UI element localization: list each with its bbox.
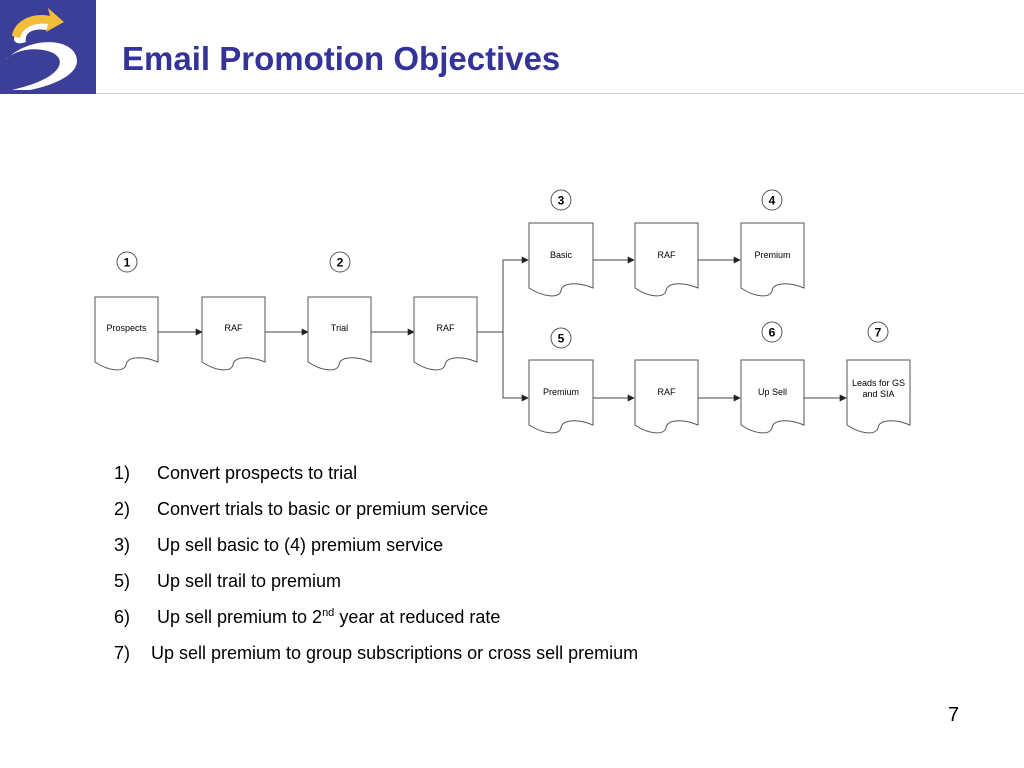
- objective-number: 7): [114, 643, 131, 663]
- node-label: RAF: [437, 323, 456, 333]
- badge-7: 7: [867, 321, 889, 343]
- objective-text: Up sell premium to group subscriptions o…: [151, 643, 639, 663]
- objective-text: Convert prospects to trial: [157, 463, 358, 483]
- objective-text: Up sell premium to 2nd year at reduced r…: [157, 604, 500, 630]
- badge-5: 5: [550, 327, 572, 349]
- node-basic: Basic: [528, 222, 594, 297]
- ordinal-superscript: nd: [322, 607, 335, 619]
- title-divider: [96, 93, 1024, 94]
- objective-text-after: year at reduced rate: [334, 607, 501, 627]
- svg-text:3: 3: [558, 194, 565, 208]
- node-prospects: Prospects: [94, 296, 159, 371]
- company-logo: [0, 0, 96, 94]
- edge-raf-2-basic: [502, 256, 529, 332]
- node-label: RAF: [658, 387, 677, 397]
- svg-text:6: 6: [769, 326, 776, 340]
- objective-text: Up sell basic to (4) premium service: [157, 535, 444, 555]
- node-label: Basic: [550, 250, 573, 260]
- node-label: Prospects: [106, 323, 147, 333]
- node-raf-2: RAF: [413, 296, 478, 371]
- node-raf-1: RAF: [201, 296, 266, 371]
- badge-4: 4: [761, 189, 783, 211]
- node-label: RAF: [658, 250, 677, 260]
- slide-title: Email Promotion Objectives: [122, 40, 561, 77]
- node-label: Trial: [331, 323, 348, 333]
- node-raf-3: RAF: [634, 222, 699, 297]
- node-leads: Leads for GS and SIA: [846, 359, 911, 434]
- badge-2: 2: [329, 251, 351, 273]
- svg-text:2: 2: [337, 256, 344, 270]
- logo-arrow: [12, 8, 64, 38]
- node-raf-4: RAF: [634, 359, 699, 434]
- badge-1: 1: [116, 251, 138, 273]
- logo-swoosh: [6, 42, 77, 90]
- svg-text:4: 4: [769, 194, 776, 208]
- node-trial: Trial: [307, 296, 372, 371]
- badge-6: 6: [761, 321, 783, 343]
- node-up-sell: Up Sell: [740, 359, 805, 434]
- node-label: Premium: [754, 250, 790, 260]
- objective-number: 6): [114, 607, 131, 627]
- svg-text:7: 7: [875, 326, 882, 340]
- svg-text:1: 1: [124, 256, 131, 270]
- node-label: Leads for GS and SIA: [851, 378, 906, 399]
- node-premium-upper: Premium: [740, 222, 805, 297]
- svg-text:5: 5: [558, 332, 565, 346]
- node-label: Up Sell: [758, 387, 787, 397]
- objective-text: Up sell trail to premium: [157, 571, 342, 591]
- node-label: Premium: [543, 387, 579, 397]
- objective-text: Convert trials to basic or premium servi…: [157, 499, 489, 519]
- node-label: RAF: [225, 323, 244, 333]
- objective-number: 1): [114, 463, 131, 483]
- badge-3: 3: [550, 189, 572, 211]
- edge-raf-2-premium-lower: [502, 332, 529, 402]
- flow-diagram: Prospects RAF Trial RAF Basic RAF Premiu…: [94, 189, 911, 434]
- page-number: 7: [948, 704, 960, 726]
- objective-number: 2): [114, 499, 131, 519]
- objective-text-before: Up sell premium to 2: [157, 607, 323, 627]
- objective-number: 5): [114, 571, 131, 591]
- node-premium-lower: Premium: [528, 359, 594, 434]
- objective-number: 3): [114, 535, 131, 555]
